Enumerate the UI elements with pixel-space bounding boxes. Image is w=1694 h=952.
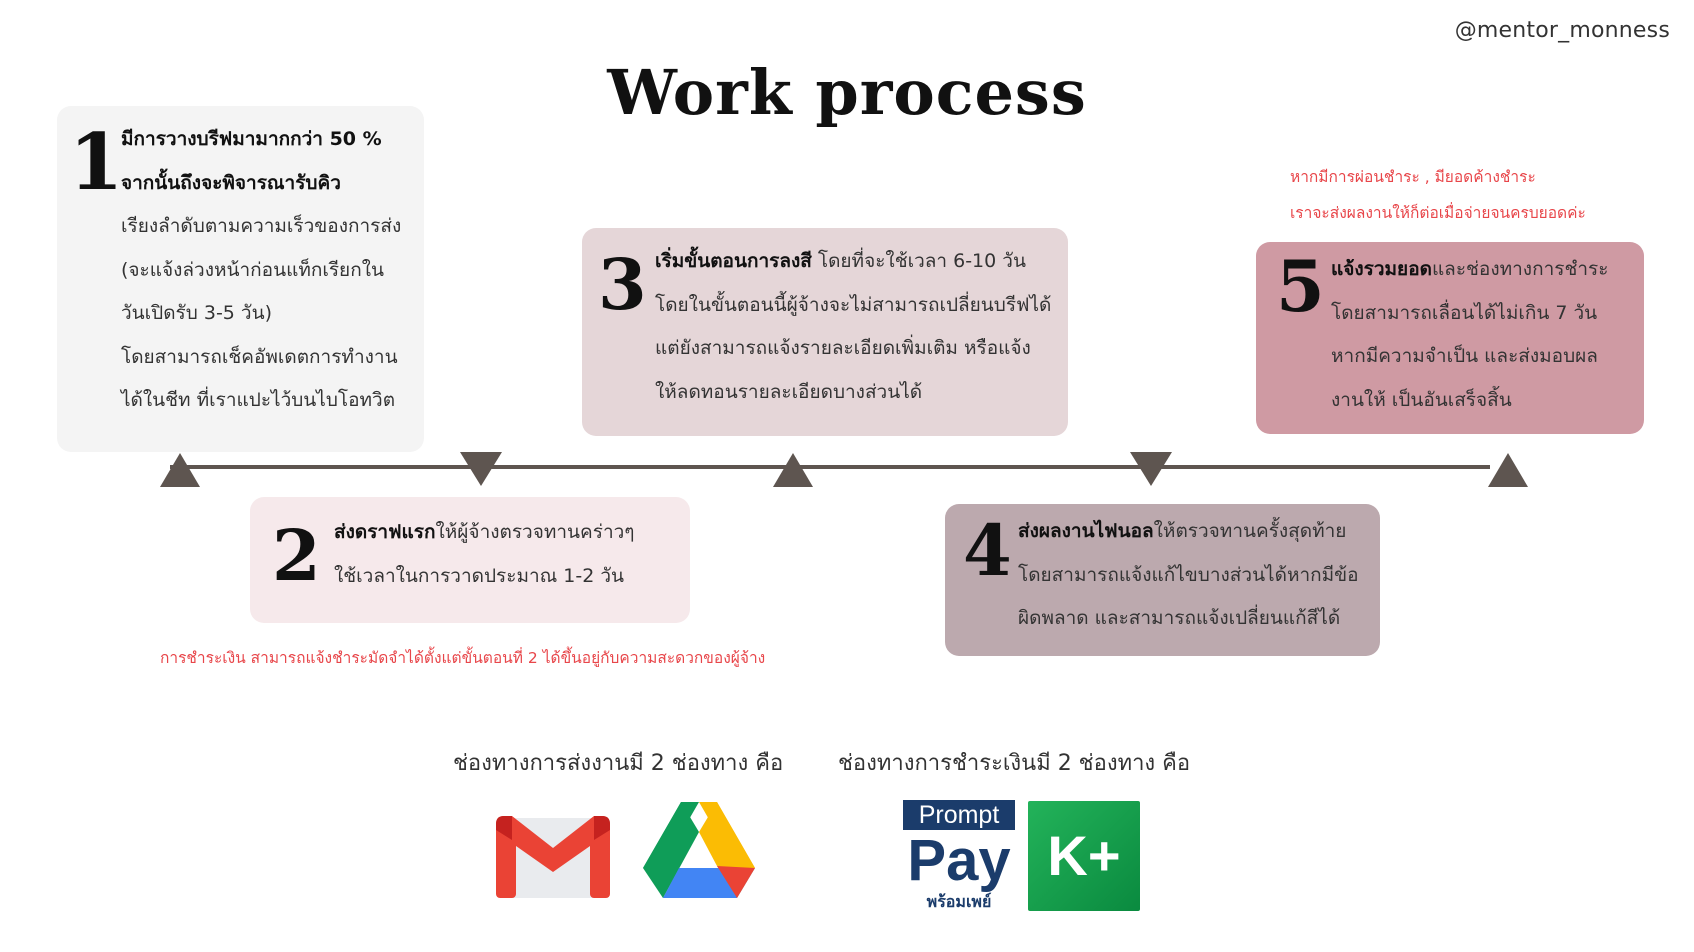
timeline-marker-up xyxy=(1488,453,1528,487)
delivery-channels-label: ช่องทางการส่งงานมี 2 ช่องทาง คือ xyxy=(453,751,784,776)
step-line: ใช้เวลาในการวาดประมาณ 1-2 วัน xyxy=(334,564,625,587)
step-line: โดยสามารถเลื่อนได้ไม่เกิน 7 วัน xyxy=(1331,301,1598,324)
step-number-4: 4 xyxy=(963,509,1012,592)
promptpay-main: Pay xyxy=(907,828,1011,893)
timeline-marker-up xyxy=(773,453,813,487)
step-text-4: ส่งผลงานไฟนอลให้ตรวจทานครั้งสุดท้าย โดยส… xyxy=(1018,510,1359,641)
step-line: มีการวางบรีฟมามากกว่า 50 % xyxy=(121,128,382,150)
step-number-5: 5 xyxy=(1276,245,1325,328)
installment-note-line1: หากมีการผ่อนชำระ , มียอดค้างชำระ xyxy=(1290,168,1536,186)
step-line: โดยในขั้นตอนนี้ผู้จ้างจะไม่สามารถเปลี่ยน… xyxy=(655,293,1052,316)
promptpay-top: Prompt xyxy=(903,800,1015,830)
step-text-5: แจ้งรวมยอดและช่องทางการชำระ โดยสามารถเลื… xyxy=(1331,248,1608,422)
step-line: (จะแจ้งล่วงหน้าก่อนแท็กเรียกใน xyxy=(121,258,384,281)
step-line: งานให้ เป็นอันเสร็จสิ้น xyxy=(1331,388,1512,411)
installment-note-line2: เราจะส่งผลงานให้ก็ต่อเมื่อจ่ายจนครบยอดค่… xyxy=(1290,204,1586,222)
step-line: ให้ลดทอนรายละเอียดบางส่วนได้ xyxy=(655,380,923,403)
step-card-1: 1 มีการวางบรีฟมามากกว่า 50 % จากนั้นถึงจ… xyxy=(57,106,424,452)
step-card-3: 3 เริ่มขั้นตอนการลงสี โดยที่จะใช้เวลา 6-… xyxy=(582,228,1068,436)
kplus-text: K+ xyxy=(1047,824,1121,887)
page-title: Work process xyxy=(607,56,1087,129)
handle: @mentor_monness xyxy=(1454,18,1670,43)
step-card-4: 4 ส่งผลงานไฟนอลให้ตรวจทานครั้งสุดท้าย โด… xyxy=(945,504,1380,656)
promptpay-sub: พร้อมเพย์ xyxy=(926,894,992,911)
promptpay-logo: Prompt Pay พร้อมเพย์ xyxy=(903,800,1015,914)
step-line: โดยสามารถเช็คอัพเดตการทำงาน xyxy=(121,345,398,368)
step-card-5: 5 แจ้งรวมยอดและช่องทางการชำระ โดยสามารถเ… xyxy=(1256,242,1644,434)
step-line: เรียงลำดับตามความเร็วของการส่ง xyxy=(121,215,402,237)
step-line: ส่งดราฟแรกให้ผู้จ้างตรวจทานคร่าวๆ xyxy=(334,521,635,543)
step-text-2: ส่งดราฟแรกให้ผู้จ้างตรวจทานคร่าวๆ ใช้เวล… xyxy=(334,511,635,598)
step-line: แจ้งรวมยอดและช่องทางการชำระ xyxy=(1331,258,1609,280)
step-line: เริ่มขั้นตอนการลงสี โดยที่จะใช้เวลา 6-10… xyxy=(655,250,1026,272)
payment-deposit-note: การชำระเงิน สามารถแจ้งชำระมัดจำได้ตั้งแต… xyxy=(160,649,766,667)
step-text-3: เริ่มขั้นตอนการลงสี โดยที่จะใช้เวลา 6-10… xyxy=(655,240,1051,414)
step-number-3: 3 xyxy=(598,243,647,326)
step-text-1: มีการวางบรีฟมามากกว่า 50 % จากนั้นถึงจะพ… xyxy=(121,118,401,423)
step-line: ส่งผลงานไฟนอลให้ตรวจทานครั้งสุดท้าย xyxy=(1018,520,1347,542)
step-line: ผิดพลาด และสามารถแจ้งเปลี่ยนแก้สีได้ xyxy=(1018,607,1341,629)
google-drive-icon xyxy=(643,800,755,904)
timeline-line xyxy=(170,465,1490,469)
step-line: หากมีความจำเป็น และส่งมอบผล xyxy=(1331,345,1598,367)
step-line: ได้ในชีท ที่เราแปะไว้บนไบโอทวิต xyxy=(121,389,396,411)
payment-channels-label: ช่องทางการชำระเงินมี 2 ช่องทาง คือ xyxy=(838,751,1191,776)
gmail-icon xyxy=(496,812,610,902)
step-number-2: 2 xyxy=(272,514,321,597)
step-number-1: 1 xyxy=(69,117,124,208)
kplus-logo: K+ xyxy=(1028,801,1140,911)
timeline-marker-up xyxy=(160,453,200,487)
timeline-marker-down xyxy=(460,452,502,486)
step-line: จากนั้นถึงจะพิจารณารับคิว xyxy=(121,171,341,194)
step-line: แต่ยังสามารถแจ้งรายละเอียดเพิ่มเติม หรือ… xyxy=(655,337,1031,359)
timeline-marker-down xyxy=(1130,452,1172,486)
step-line: วันเปิดรับ 3-5 วัน) xyxy=(121,302,272,324)
step-line: โดยสามารถแจ้งแก้ไขบางส่วนได้หากมีข้อ xyxy=(1018,563,1359,586)
step-card-2: 2 ส่งดราฟแรกให้ผู้จ้างตรวจทานคร่าวๆ ใช้เ… xyxy=(250,497,690,623)
